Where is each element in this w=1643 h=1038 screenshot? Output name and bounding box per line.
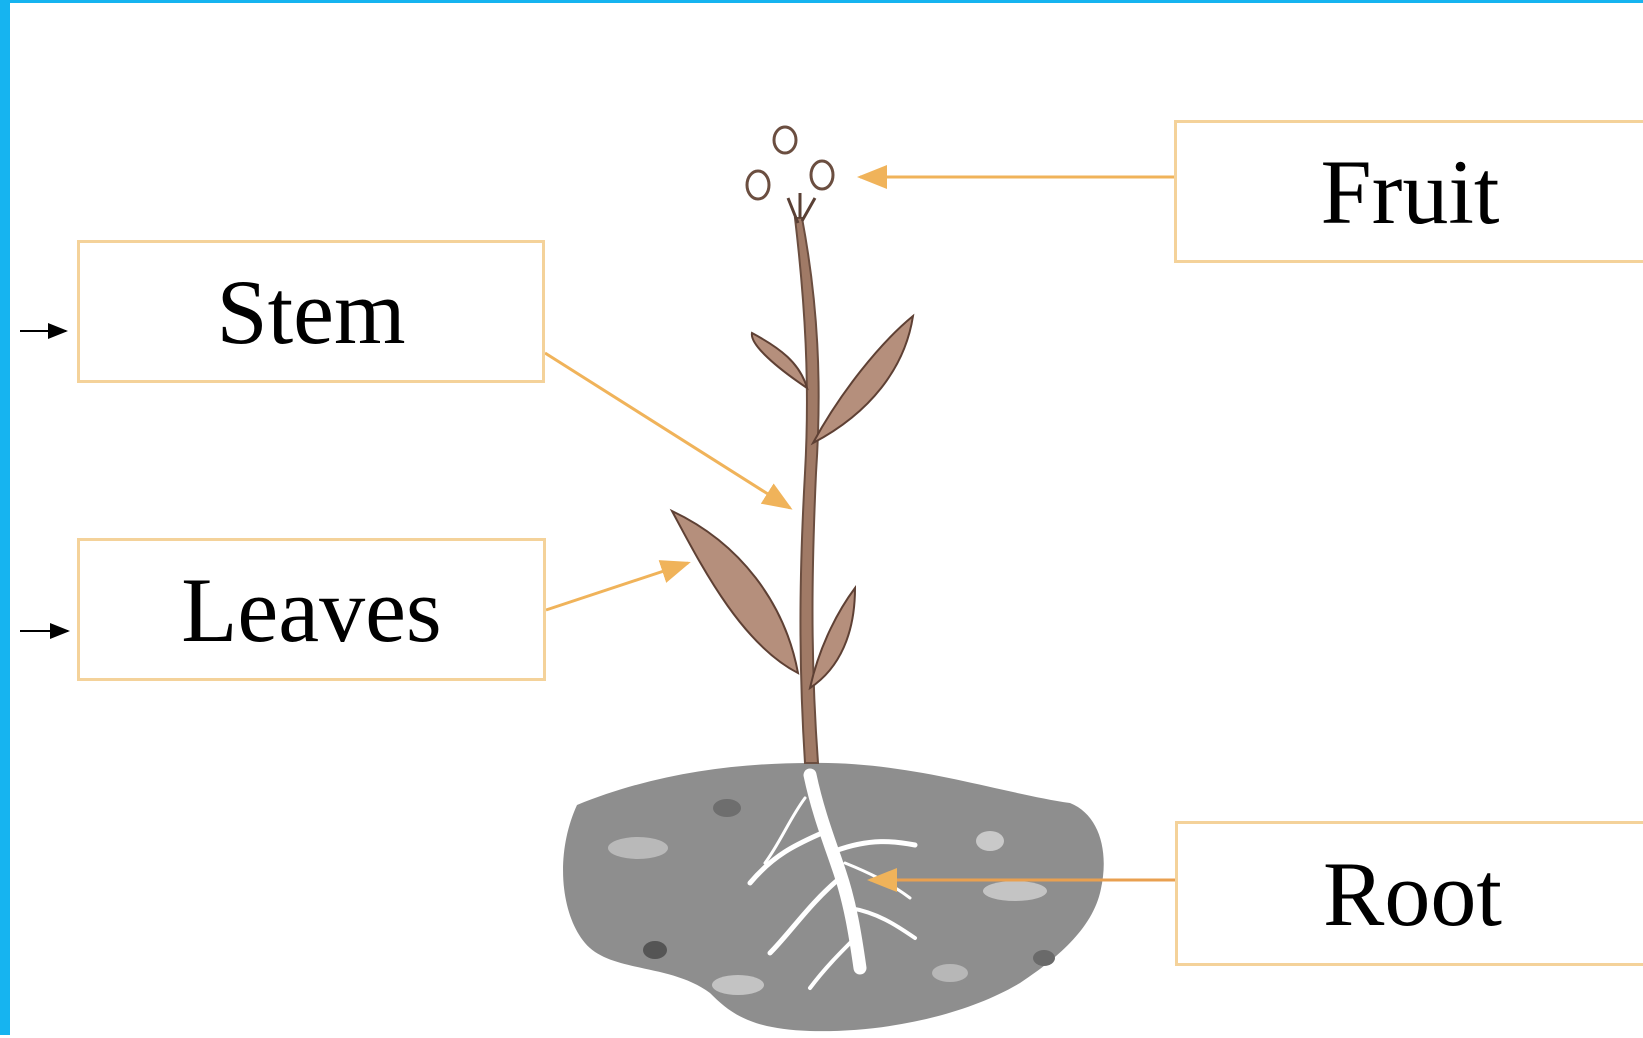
label-stem: Stem — [77, 240, 545, 383]
soil-patch — [563, 763, 1104, 1031]
label-root: Root — [1175, 821, 1643, 966]
label-leaves: Leaves — [77, 538, 546, 681]
label-fruit: Fruit — [1174, 120, 1643, 263]
label-leaves-text: Leaves — [181, 564, 442, 656]
label-root-text: Root — [1323, 848, 1502, 940]
fruit-cluster — [747, 127, 833, 199]
label-fruit-text: Fruit — [1321, 146, 1500, 238]
label-stem-text: Stem — [216, 266, 405, 358]
leaves — [672, 316, 913, 688]
